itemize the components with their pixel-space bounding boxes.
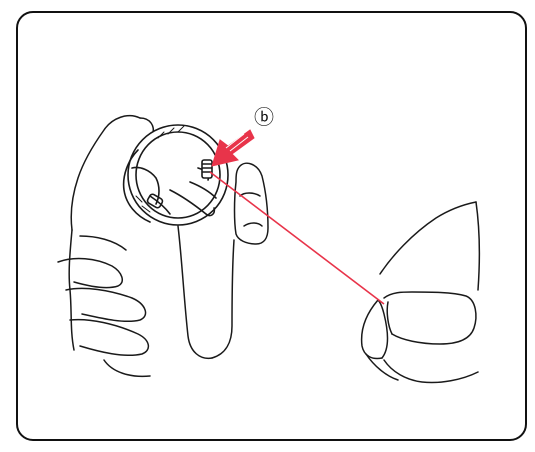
callout-label-b: ⓑ bbox=[254, 105, 274, 129]
illustration-frame bbox=[17, 12, 526, 440]
